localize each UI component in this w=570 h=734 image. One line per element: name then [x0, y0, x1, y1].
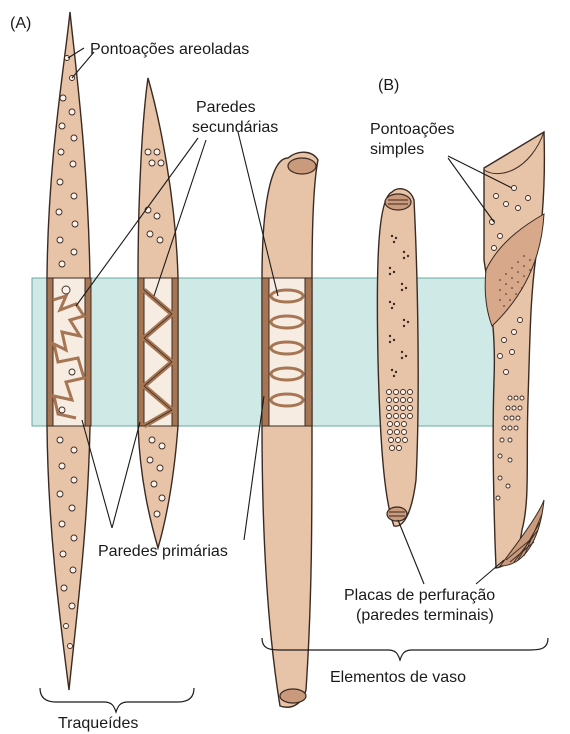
- label-paredes-secundarias-line2: secundárias: [192, 119, 278, 136]
- label-placas-line2: (paredes terminais): [356, 607, 494, 624]
- label-paredes-primarias: Paredes primárias: [98, 543, 228, 560]
- tracheid-long: [47, 12, 91, 690]
- label-elementos-de-vaso: Elementos de vaso: [330, 669, 466, 686]
- tracheid-short: [138, 78, 178, 548]
- label-traqueides: Traqueídes: [58, 715, 138, 732]
- label-placas-line1: Placas de perfuração: [344, 587, 495, 604]
- label-pontoacoes-simples-line2: simples: [370, 141, 424, 158]
- panel-label-b: (B): [378, 77, 399, 94]
- vessel-element-narrow: [377, 189, 418, 526]
- label-paredes-secundarias-line1: Paredes: [196, 99, 256, 116]
- panel-label-a: (A): [10, 15, 31, 32]
- label-pontoacoes-simples-line1: Pontoações: [370, 121, 455, 138]
- tracheid-annular: [262, 152, 318, 707]
- label-pontoacoes-areoladas: Pontoações areoladas: [90, 41, 249, 58]
- brace-traqueides: [40, 688, 194, 712]
